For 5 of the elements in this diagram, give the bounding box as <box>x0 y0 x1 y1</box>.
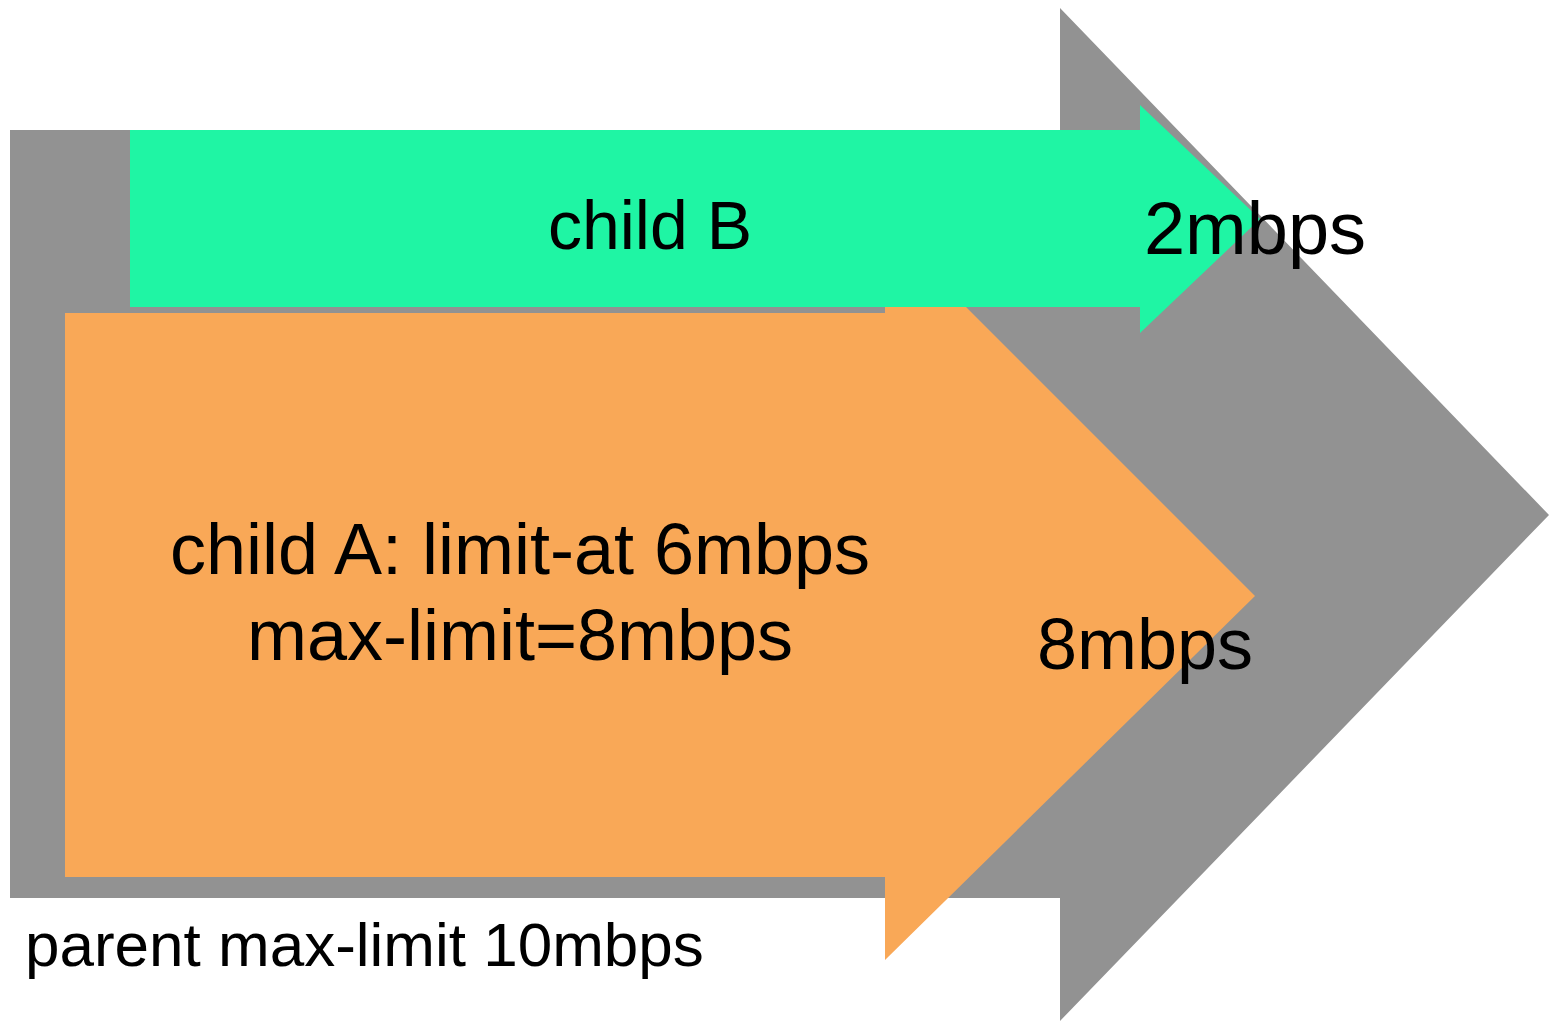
arrow-label: parent max-limit 10mbps <box>25 909 705 981</box>
arrow-label: child B <box>546 186 754 265</box>
rate-label: 8mbps <box>1035 603 1255 686</box>
arrow-label: child A: limit-at 6mbps max-limit=8mbps <box>168 508 872 678</box>
rate-label: 2mbps <box>1142 186 1368 272</box>
